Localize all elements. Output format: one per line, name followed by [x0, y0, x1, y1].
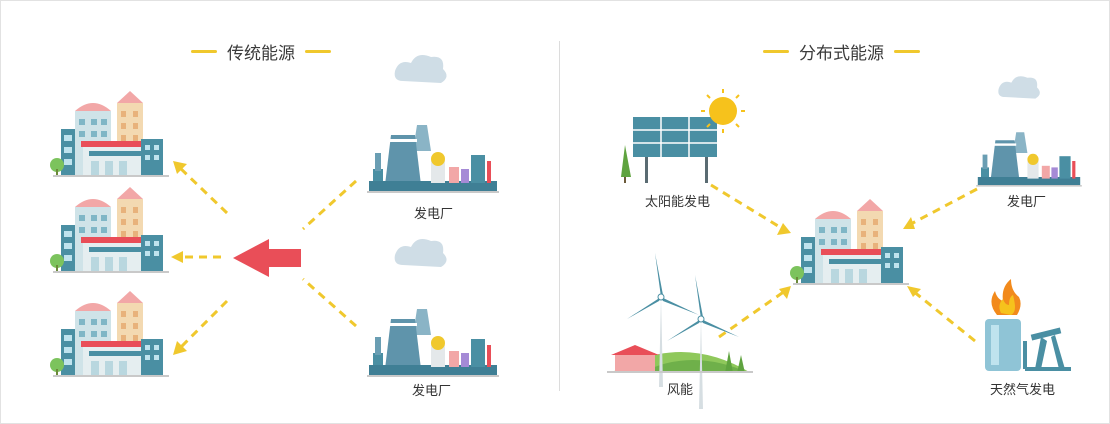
traditional-title-text: 传统能源 — [227, 44, 295, 64]
traditional-arrows — [177, 165, 358, 351]
distributed-title-text: 分布式能源 — [799, 44, 884, 64]
power-plant-icon-top — [367, 55, 499, 193]
power-plant-icon-right — [976, 76, 1082, 187]
gas-flame-icon — [985, 279, 1021, 371]
big-red-arrow-icon — [233, 239, 301, 277]
building-icon-3 — [50, 291, 169, 377]
power-plant-icon-bottom — [367, 239, 499, 377]
label-plant-bottom: 发电厂 — [412, 384, 452, 399]
label-plant-top: 发电厂 — [414, 207, 454, 222]
traditional-arrowheads — [171, 161, 187, 355]
label-wind: 风能 — [667, 383, 694, 398]
building-icon-1 — [50, 91, 169, 177]
label-solar: 太阳能发电 — [645, 195, 711, 210]
label-plant-right: 发电厂 — [1007, 195, 1047, 210]
center-building-icon — [790, 199, 909, 285]
wind-turbine-icon — [607, 252, 753, 410]
traditional-energy-title: 传统能源 — [191, 39, 331, 64]
solar-panel-icon — [621, 117, 717, 183]
distributed-arrows — [710, 183, 978, 343]
building-icon-2 — [50, 187, 169, 273]
distributed-energy-title: 分布式能源 — [763, 39, 920, 64]
label-gas: 天然气发电 — [990, 383, 1056, 398]
oil-pump-icon — [1023, 327, 1071, 371]
section-divider — [559, 41, 560, 391]
distributed-arrowheads — [777, 217, 921, 299]
sun-icon — [701, 89, 745, 133]
